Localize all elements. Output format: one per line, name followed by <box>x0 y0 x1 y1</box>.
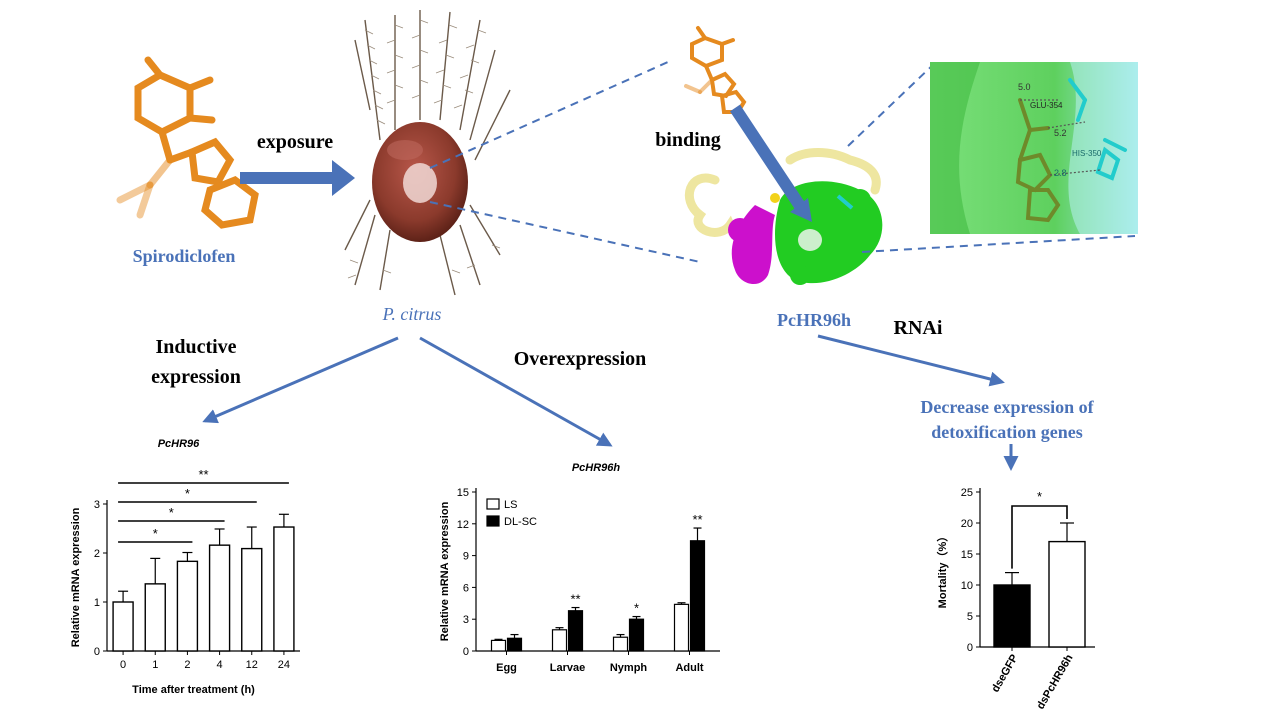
chart2-y-label: Relative mRNA expression <box>439 501 451 641</box>
chart2-bar-ls <box>490 639 507 652</box>
arrow-to-rnai-effect <box>817 334 1005 387</box>
chart2-bar-dlsc <box>628 618 645 652</box>
binding-arrow-head <box>790 198 812 222</box>
chart1-y-label: Relative mRNA expression <box>70 507 82 647</box>
chart1-y-tick-label: 0 <box>94 646 100 658</box>
chart1-y-tick-label: 3 <box>94 499 100 511</box>
dock-distance-2: 5.2 <box>1054 128 1067 138</box>
chart3-bar <box>1048 540 1086 648</box>
arrow-to-overexpression <box>419 336 613 447</box>
chart2-bar-ls <box>551 629 568 652</box>
chart2-y-tick-label: 6 <box>463 582 469 594</box>
residue-his350: HIS-350 <box>1072 149 1102 158</box>
chart3-y-tick-label: 10 <box>961 580 973 592</box>
chart1-y-tick-label: 2 <box>94 548 100 560</box>
chart2-significance-label: ** <box>570 592 580 607</box>
chart2-x-tick-label: Larvae <box>550 662 585 674</box>
chart2-legend-label: DL-SC <box>504 516 537 528</box>
chart2-y-tick-label: 9 <box>463 551 469 563</box>
chart1-bar <box>208 544 231 652</box>
chart3-x-tick-label: dsPcHR96h <box>1035 652 1076 711</box>
chart2-title: PcHR96h <box>572 462 621 474</box>
chart2-legend-label: LS <box>504 499 517 511</box>
chart1-x-tick-label: 4 <box>217 659 223 671</box>
chart1-x-tick-label: 0 <box>120 659 126 671</box>
chart2-significance-label: ** <box>692 512 702 527</box>
chart1-x-tick-label: 2 <box>184 659 190 671</box>
chart2-x-tick-label: Nymph <box>610 662 648 674</box>
chart2-y-tick-label: 12 <box>457 519 469 531</box>
dock-zoom-line-top <box>847 61 937 147</box>
chart3-bar <box>993 584 1031 648</box>
dock-zoom-line-bottom <box>861 235 1136 253</box>
chart-mortality: 0 5 10 15 20 25 dseGFP dsPcHR96h Mortality（%） * <box>936 487 1095 711</box>
inductive-label-line1: Inductive <box>155 336 236 358</box>
exposure-label: exposure <box>257 131 333 153</box>
spirodiclofen-molecule <box>116 56 259 229</box>
chart1-significance-label: ** <box>198 467 208 482</box>
zoom-line-bottom <box>429 201 701 263</box>
arrow-to-inductive <box>202 336 399 424</box>
binding-label: binding <box>655 129 721 151</box>
chart3-x-tick-label: dseGFP <box>989 653 1020 695</box>
chart1-bar <box>273 526 295 652</box>
chart2-bar-ls <box>673 603 690 652</box>
chart1-x-tick-label: 1 <box>152 659 158 671</box>
rnai-label: RNAi <box>894 317 943 339</box>
chart1-x-tick-label: 24 <box>278 659 290 671</box>
inductive-label-line2: expression <box>151 366 241 388</box>
exposure-arrow <box>240 160 355 196</box>
residue-glu354: GLU-354 <box>1030 101 1063 110</box>
chart3-y-tick-label: 20 <box>961 518 973 530</box>
pchr96h-label: PcHR96h <box>777 310 851 330</box>
chart2-y-tick-label: 3 <box>463 614 469 626</box>
chart1-bar <box>176 560 199 652</box>
decrease-label-line2: detoxification genes <box>931 422 1082 442</box>
chart2-legend-swatch <box>486 498 500 510</box>
chart1-bar <box>241 547 263 652</box>
chart2-x-tick-label: Egg <box>496 662 517 674</box>
chart3-y-tick-label: 5 <box>967 611 973 623</box>
chart3-y-label: Mortality（%） <box>936 531 949 609</box>
chart2-bar-dlsc <box>506 637 523 652</box>
ligand-molecule <box>684 26 747 114</box>
chart2-y-tick-label: 15 <box>457 487 469 499</box>
chart2-significance-label: * <box>634 601 639 616</box>
chart1-significance-label: * <box>153 526 158 541</box>
chart1-y-tick-label: 1 <box>94 597 100 609</box>
chart2-bar-ls <box>612 636 629 652</box>
chart1-significance-label: * <box>185 486 190 501</box>
mite-illustration <box>344 10 511 296</box>
protein-structure <box>684 148 883 285</box>
chart1-x-label: Time after treatment (h) <box>132 684 255 696</box>
spirodiclofen-label: Spirodiclofen <box>133 246 236 266</box>
overexpression-label: Overexpression <box>514 348 647 370</box>
dock-distance-1: 5.0 <box>1018 82 1031 92</box>
chart1-title: PcHR96 <box>158 438 200 450</box>
chart2-bar-dlsc <box>567 610 584 652</box>
chart2-legend-swatch <box>486 515 500 527</box>
dock-distance-3: 2.8 <box>1054 168 1067 178</box>
zoom-line-top <box>429 61 669 169</box>
p-citrus-label: P. citrus <box>382 304 442 324</box>
chart3-y-tick-label: 0 <box>967 642 973 654</box>
chart3-y-tick-label: 15 <box>961 549 973 561</box>
docking-closeup: 5.0 GLU-354 5.2 HIS-350 2.8 <box>930 62 1138 234</box>
binding-arrow-shaft <box>729 104 806 210</box>
chart2-x-tick-label: Adult <box>675 662 703 674</box>
chart1-bar <box>144 583 166 652</box>
decrease-label-line1: Decrease expression of <box>920 397 1094 417</box>
chart3-y-tick-label: 25 <box>961 487 973 499</box>
chart3-significance-bracket <box>1011 505 1068 569</box>
chart3-significance-label: * <box>1037 489 1042 504</box>
chart2-bar-dlsc <box>689 540 706 652</box>
chart1-significance-label: * <box>169 505 174 520</box>
chart1-x-tick-label: 12 <box>246 659 258 671</box>
chart2-y-tick-label: 0 <box>463 646 469 658</box>
chart1-bar <box>112 601 134 652</box>
